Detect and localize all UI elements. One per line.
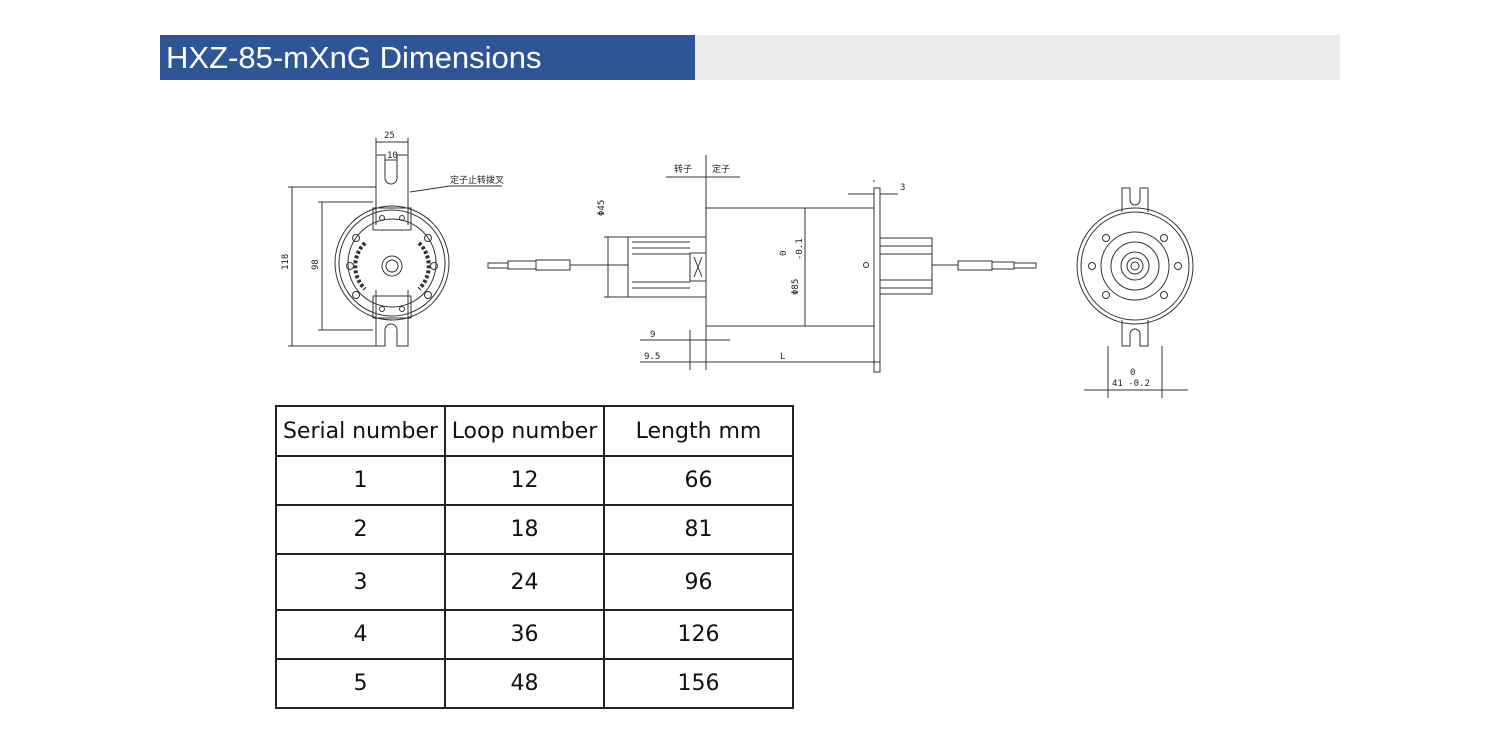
dim-label: 9.5 xyxy=(644,352,660,362)
dim-label: 10 xyxy=(387,151,398,161)
dimensions-table: Serial number Loop number Length mm 1 12… xyxy=(275,405,794,709)
table-row: 1 12 66 xyxy=(275,455,794,506)
dim-label: 0 xyxy=(1130,368,1135,378)
dim-label: 3 xyxy=(900,183,905,193)
table-row: 2 18 81 xyxy=(275,504,794,555)
dim-label: 98 xyxy=(311,259,321,270)
dim-label: -0.1 xyxy=(795,238,805,260)
callout-label: 定子止转拨叉 xyxy=(450,174,504,186)
serial-cell: 5 xyxy=(275,658,446,709)
header-bar: HXZ-85-mXnG Dimensions xyxy=(160,35,1340,80)
loop-cell: 24 xyxy=(444,553,605,611)
dim-label: 9 xyxy=(650,330,655,340)
length-cell: 156 xyxy=(603,658,794,709)
serial-cell: 4 xyxy=(275,609,446,660)
serial-cell: 3 xyxy=(275,553,446,611)
dim-label: Φ85 xyxy=(791,279,801,295)
loop-cell: 18 xyxy=(444,504,605,555)
loop-cell: 48 xyxy=(444,658,605,709)
dim-label: 41 -0.2 xyxy=(1112,379,1150,389)
table-header-row: Serial number Loop number Length mm xyxy=(275,405,794,457)
loop-cell: 12 xyxy=(444,455,605,506)
dim-label: L xyxy=(780,352,785,362)
dim-label: 118 xyxy=(281,254,291,270)
stator-label: 定子 xyxy=(712,163,730,175)
length-cell: 126 xyxy=(603,609,794,660)
column-header: Length mm xyxy=(603,405,794,457)
rear-view xyxy=(1076,187,1194,398)
dim-label: Φ45 xyxy=(597,200,607,216)
length-cell: 66 xyxy=(603,455,794,506)
serial-cell: 1 xyxy=(275,455,446,506)
table-row: 4 36 126 xyxy=(275,609,794,660)
dim-label: 0 xyxy=(779,251,789,256)
column-header: Loop number xyxy=(444,405,605,457)
serial-cell: 2 xyxy=(275,504,446,555)
length-cell: 81 xyxy=(603,504,794,555)
length-cell: 96 xyxy=(603,553,794,611)
page-title: HXZ-85-mXnG Dimensions xyxy=(160,35,695,80)
front-view xyxy=(288,138,502,347)
table-row: 5 48 156 xyxy=(275,658,794,709)
side-view xyxy=(487,155,1037,373)
table-row: 3 24 96 xyxy=(275,553,794,611)
dimension-drawing: 25 10 118 98 定子止转拨叉 转子 定子 Φ45 Φ85 0 -0.1… xyxy=(281,131,1194,398)
dim-label: 25 xyxy=(384,131,395,141)
rotor-label: 转子 xyxy=(674,163,692,175)
loop-cell: 36 xyxy=(444,609,605,660)
column-header: Serial number xyxy=(275,405,446,457)
